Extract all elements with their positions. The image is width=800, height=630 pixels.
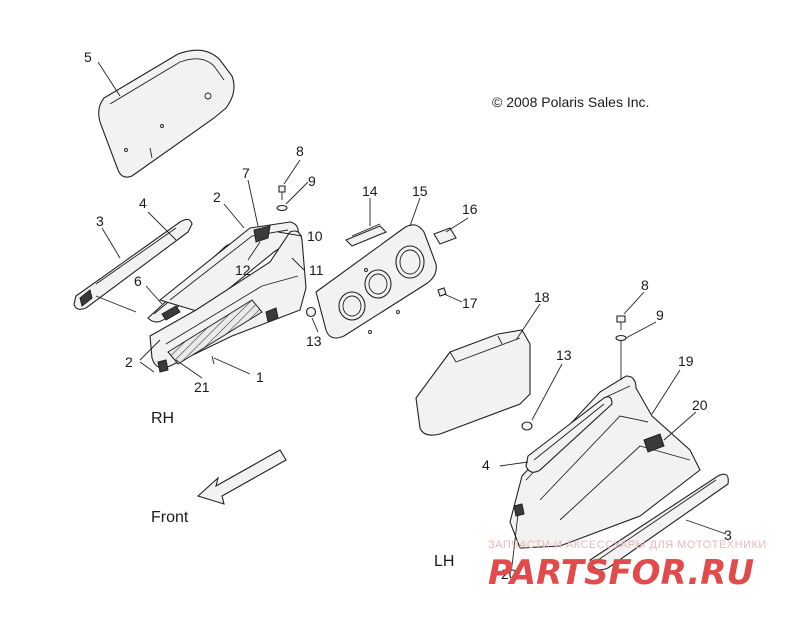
part-4-lh-lens [525, 396, 613, 473]
callout-18: 18 [534, 289, 550, 305]
part-1-rh-instrument-pod [149, 230, 307, 373]
callout-5: 5 [84, 49, 92, 65]
callout-8-lh: 8 [641, 277, 649, 293]
callout-21: 21 [194, 379, 210, 395]
part-3-rh-trim-strip [73, 218, 193, 310]
part-14-decal [345, 223, 387, 247]
callout-14: 14 [362, 183, 378, 199]
part-16-label [433, 227, 457, 245]
watermark-logo: PARTSFOR.RU [488, 553, 754, 593]
copyright-text: © 2008 Polaris Sales Inc. [492, 94, 649, 110]
callout-13-rh: 13 [306, 333, 322, 349]
callout-20-lh-lower: 20 [501, 566, 517, 582]
callout-12: 12 [235, 262, 251, 278]
callout-2-rh-upper: 2 [213, 189, 221, 205]
callout-3-rh: 3 [96, 213, 104, 229]
callout-16: 16 [462, 201, 478, 217]
callout-3-lh: 3 [724, 527, 732, 543]
callout-15: 15 [412, 183, 428, 199]
callout-10: 10 [307, 228, 323, 244]
watermark: ЗАПЧАСТИ И АКСЕССУАРЫ ДЛЯ МОТОТЕХНИКИ PA… [488, 539, 767, 593]
part-3-lh-trim-strip [589, 473, 729, 571]
part-9-washer-rh [276, 204, 288, 212]
lh-side-label: LH [434, 553, 454, 570]
callout-9-rh: 9 [308, 173, 316, 189]
callout-labels: 5 3 4 2 7 6 2 21 1 12 10 11 8 9 13 14 15… [84, 49, 732, 582]
front-label: Front [151, 509, 189, 526]
callout-20-lh-upper: 20 [692, 397, 708, 413]
part-8-screw-lh [616, 315, 626, 330]
callout-11: 11 [309, 262, 324, 278]
part-8-screw-rh [278, 185, 286, 200]
callout-4-rh: 4 [139, 195, 147, 211]
part-5-cover-panel [98, 49, 235, 178]
callout-17: 17 [462, 295, 478, 311]
rh-side-label: RH [151, 410, 174, 427]
callout-9-lh: 9 [656, 307, 664, 323]
part-13-grommet-rh [305, 306, 317, 318]
callout-7: 7 [242, 165, 250, 181]
callout-2-rh-lower: 2 [125, 354, 133, 370]
callout-19: 19 [678, 353, 694, 369]
leader-lines [95, 61, 727, 567]
callout-4-lh: 4 [482, 457, 490, 473]
part-15-gauge-faceplate [315, 224, 437, 339]
callout-8-rh: 8 [296, 143, 304, 159]
callout-1: 1 [256, 369, 264, 385]
callout-13-lh: 13 [556, 347, 572, 363]
front-direction-arrow [196, 449, 287, 505]
watermark-tagline: ЗАПЧАСТИ И АКСЕССУАРЫ ДЛЯ МОТОТЕХНИКИ [488, 539, 767, 551]
callout-6: 6 [134, 273, 142, 289]
part-18-foam-pad [415, 329, 531, 436]
part-9-washer-lh [615, 334, 627, 342]
part-13-grommet-lh [521, 421, 533, 431]
